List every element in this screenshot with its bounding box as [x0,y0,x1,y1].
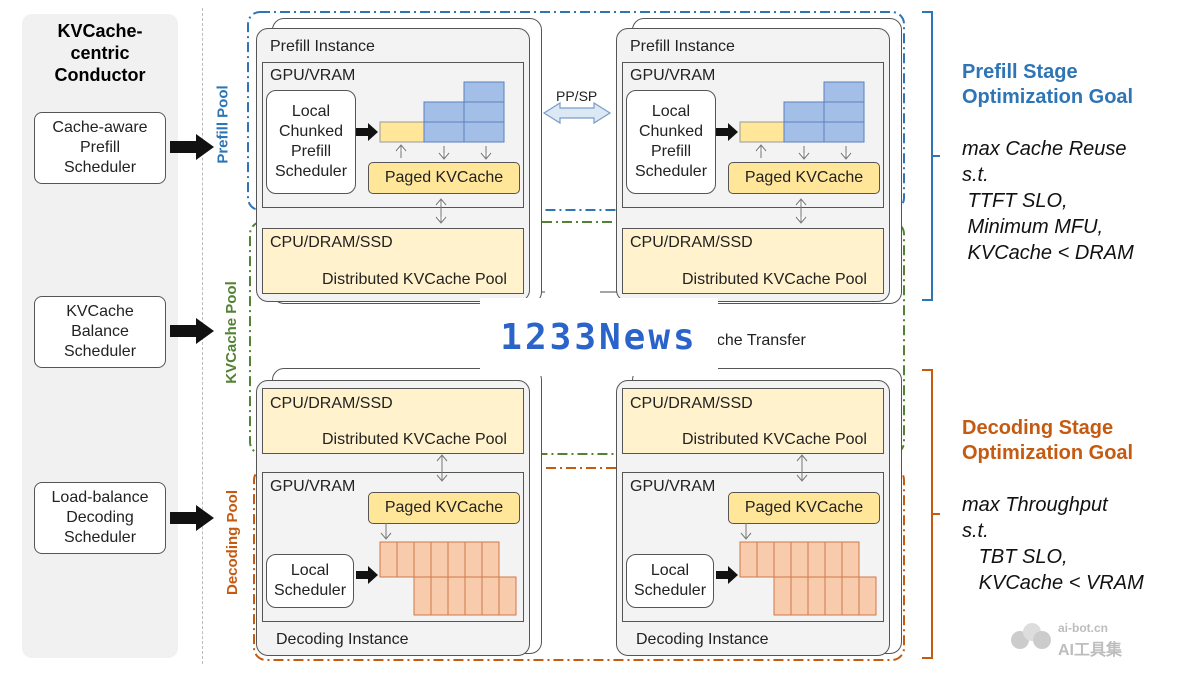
decoding-bracket [922,369,940,659]
prefill-right-graphics [716,81,865,224]
dist-pool-label: Distributed KVCache Pool [322,431,507,448]
prefill-goal-title: Prefill Stage Optimization Goal [962,61,1134,108]
gpu-label: GPU/VRAM [270,478,356,495]
kvcache-transfer-label: ache Transfer [708,332,806,349]
prefill-pool-label: Prefill Pool [214,85,232,164]
dist-pool-label: Distributed KVCache Pool [682,431,867,448]
gpu-label: GPU/VRAM [630,478,716,495]
gpu-label: GPU/VRAM [270,67,356,84]
paged-kvcache: Paged KVCache [728,162,880,194]
prefill-scheduler-box: Cache-aware Prefill Scheduler [34,112,166,184]
cpu-label: CPU/DRAM/SSD [630,395,753,412]
paged-kvcache: Paged KVCache [368,162,520,194]
decoding-left-graphics [356,454,517,616]
gpu-label: GPU/VRAM [630,67,716,84]
prefill-left-graphics [356,81,505,224]
distributed-pool-box [622,228,884,294]
decoding-goal-body: max Throughput s.t. TBT SLO, KVCache < V… [962,494,1144,594]
decoding-pool-label: Decoding Pool [224,490,241,595]
balance-scheduler-box: KVCache Balance Scheduler [34,296,166,368]
ppsp-arrow [542,101,612,125]
decoding-right-graphics [716,454,877,616]
paged-kvcache: Paged KVCache [728,492,880,524]
distributed-pool-box [262,228,524,294]
distributed-pool-box [262,388,524,454]
watermark: 1233News [480,298,718,376]
local-scheduler: Local Scheduler [266,554,354,608]
paged-kvcache: Paged KVCache [368,492,520,524]
decoding-instance-title: Decoding Instance [276,631,409,648]
kvcache-pool-border [249,221,905,455]
decoding-goal-title: Decoding Stage Optimization Goal [962,417,1134,464]
local-scheduler: Local Scheduler [626,554,714,608]
cpu-label: CPU/DRAM/SSD [630,234,753,251]
prefill-goal-body: max Cache Reuse s.t. TTFT SLO, Minimum M… [962,138,1134,264]
prefill-pool-border [247,11,905,211]
local-chunked-scheduler: Local Chunked Prefill Scheduler [626,90,716,194]
prefill-bracket [922,11,940,301]
kvcache-pool-label: KVCache Pool [222,281,240,384]
logo-url: ai-bot.cn [1058,621,1108,635]
ppsp-label: PP/SP [556,88,598,104]
dist-pool-label: Distributed KVCache Pool [682,271,867,288]
decoding-instance-title: Decoding Instance [636,631,769,648]
conductor-title: KVCache- centric Conductor [54,21,146,85]
cpu-label: CPU/DRAM/SSD [270,234,393,251]
local-chunked-scheduler: Local Chunked Prefill Scheduler [266,90,356,194]
logo-text: AI工具集 [1058,642,1123,659]
prefill-instance-title: Prefill Instance [630,38,735,55]
ai-bot-logo-icon [1008,620,1054,652]
scheduler-arrows [170,134,214,531]
dist-pool-label: Distributed KVCache Pool [322,271,507,288]
cpu-label: CPU/DRAM/SSD [270,395,393,412]
decoding-scheduler-box: Load-balance Decoding Scheduler [34,482,166,554]
prefill-instance-title: Prefill Instance [270,38,375,55]
distributed-pool-box [622,388,884,454]
decoding-pool-border [253,467,905,661]
